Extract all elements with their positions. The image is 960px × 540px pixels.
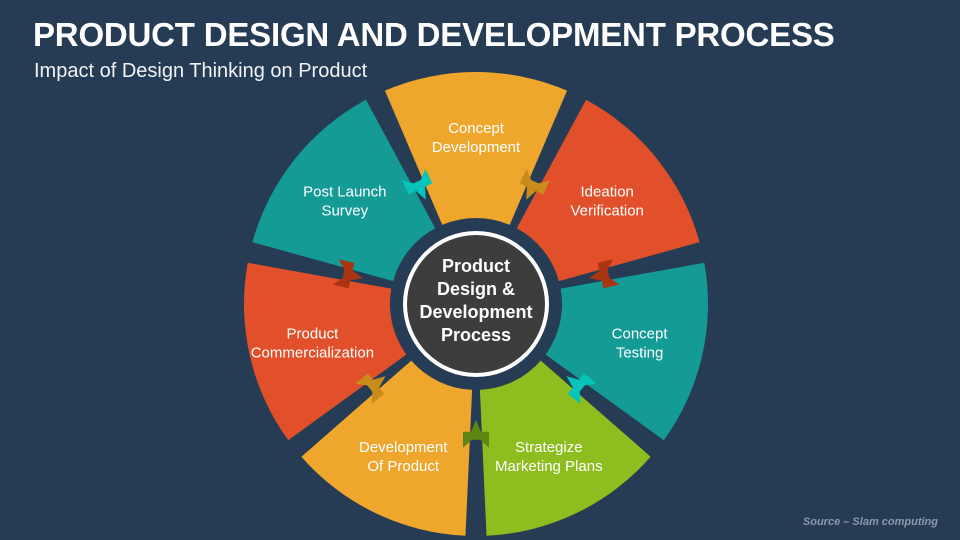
- flow-arrow-glyph: [588, 259, 620, 289]
- wheel-arrows: [332, 168, 620, 448]
- flow-arrow-post-launch-survey: [401, 168, 433, 200]
- wheel-segment-post-launch-survey[interactable]: [252, 99, 436, 282]
- page-subtitle: Impact of Design Thinking on Product: [34, 60, 368, 82]
- wheel-segment-strategize-marketing-plans[interactable]: [479, 360, 651, 536]
- page-title: PRODUCT DESIGN AND DEVELOPMENT PROCESS: [33, 16, 835, 53]
- wheel-segment-concept-testing[interactable]: [545, 262, 709, 441]
- flow-arrow-concept-development: [519, 168, 551, 200]
- source-attribution: Source – Slam computing: [802, 516, 938, 528]
- flow-arrow-glyph: [332, 259, 364, 289]
- wheel-segment-ideation-verification[interactable]: [516, 99, 700, 282]
- wheel-segment-concept-development[interactable]: [384, 72, 568, 225]
- flow-arrow-product-commercialization: [332, 259, 364, 289]
- flow-arrow-concept-testing: [566, 373, 597, 404]
- flow-arrow-glyph: [401, 168, 433, 200]
- flow-arrow-strategize-marketing-plans: [463, 419, 489, 448]
- wheel-sectors: [243, 72, 709, 536]
- wheel-segment-product-commercialization[interactable]: [243, 262, 407, 441]
- flow-arrow-glyph: [463, 419, 489, 448]
- flow-arrow-development-of-product: [355, 373, 386, 404]
- flow-arrow-glyph: [566, 373, 597, 404]
- wheel-segment-development-of-product[interactable]: [301, 360, 473, 536]
- flow-arrow-ideation-verification: [588, 259, 620, 289]
- flow-arrow-glyph: [519, 168, 551, 200]
- hub-disc[interactable]: [407, 235, 545, 373]
- wheel-hub[interactable]: Product Design & Development Process: [403, 231, 549, 377]
- flow-arrow-glyph: [355, 373, 386, 404]
